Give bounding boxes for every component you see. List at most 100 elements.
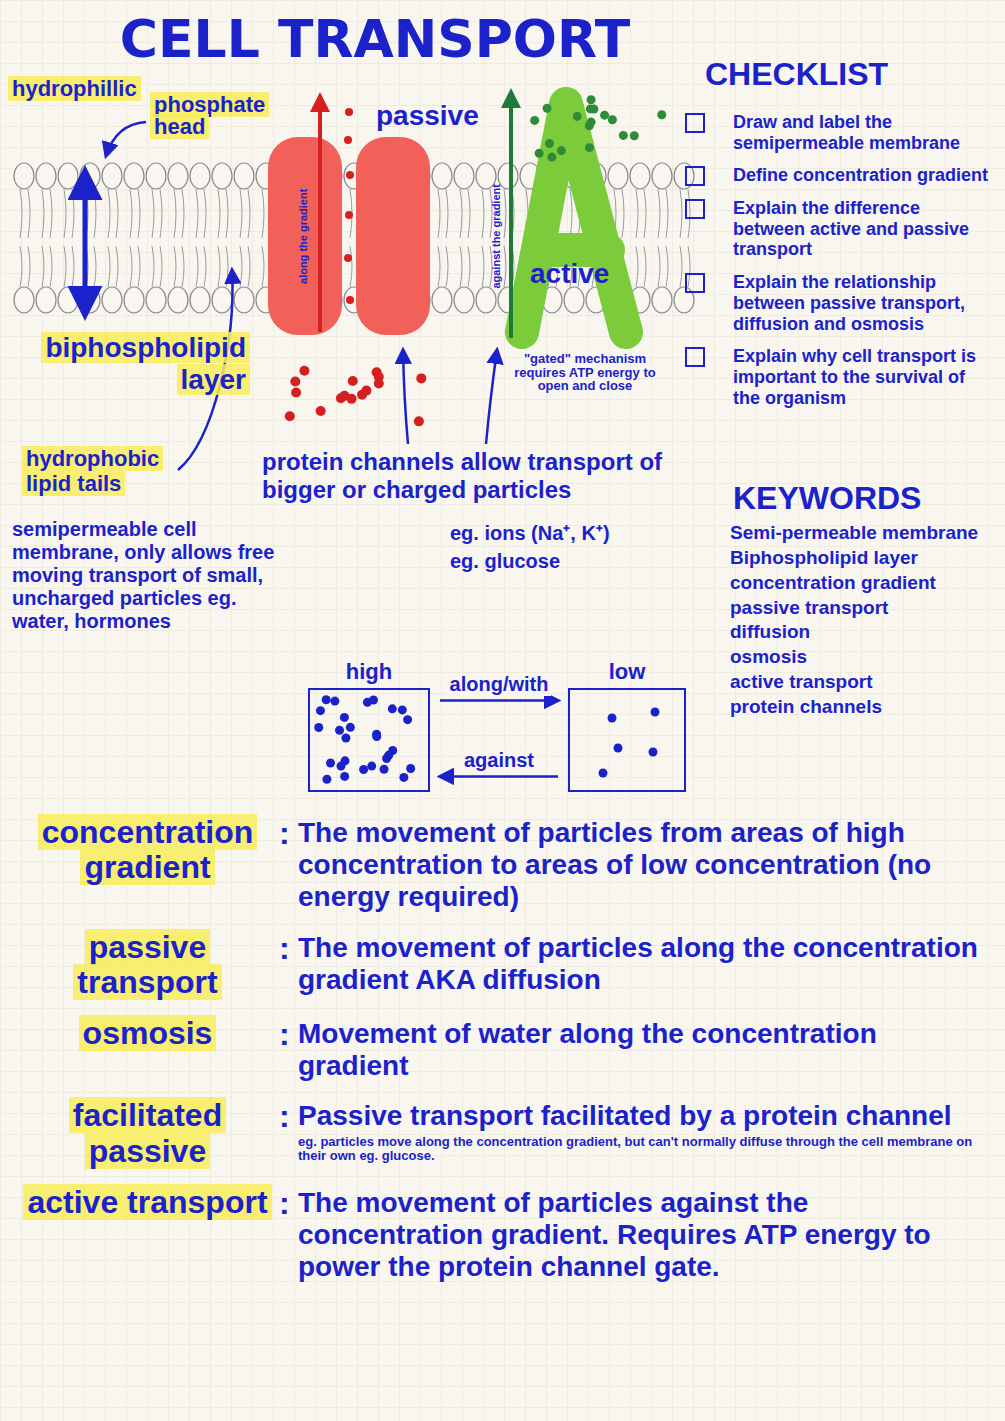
page-title: CELL TRANSPORT bbox=[60, 10, 690, 70]
lipid-tail bbox=[204, 246, 206, 287]
phosphate-head bbox=[432, 287, 452, 313]
checkbox bbox=[685, 113, 705, 133]
particle bbox=[384, 751, 393, 760]
phosphate-head bbox=[432, 163, 452, 189]
along-gradient-label: along the gradient bbox=[297, 161, 310, 311]
lipid-tail bbox=[680, 246, 682, 287]
keyword: active transport bbox=[730, 671, 1000, 693]
phosphate-head bbox=[146, 287, 166, 313]
particle bbox=[346, 723, 355, 732]
green-particle bbox=[557, 146, 566, 155]
lipid-tail bbox=[130, 189, 132, 238]
label-text: Biphospholipid layer bbox=[730, 547, 918, 568]
phosphate-head bbox=[190, 287, 210, 313]
box-heading: low bbox=[570, 659, 684, 685]
label-text: osmosis bbox=[79, 1015, 217, 1051]
red-particle bbox=[345, 108, 353, 116]
label-text: KEYWORDS bbox=[733, 480, 921, 516]
green-particle bbox=[608, 115, 617, 124]
lipid-tail bbox=[226, 189, 228, 238]
leader-line bbox=[106, 122, 146, 156]
lipid-tail bbox=[218, 189, 220, 238]
phosphate-head bbox=[102, 287, 122, 313]
lipid-tail bbox=[72, 246, 74, 287]
lipid-tail bbox=[138, 189, 140, 238]
colon: : bbox=[279, 1185, 293, 1222]
green-particle bbox=[573, 112, 582, 121]
term: active transport bbox=[20, 1185, 275, 1220]
gradient-arrow bbox=[318, 96, 322, 332]
particle bbox=[359, 765, 368, 774]
keyword: protein channels bbox=[730, 696, 1000, 718]
phosphate-head bbox=[630, 163, 650, 189]
concentration-box: high bbox=[308, 688, 430, 792]
hydrophilic-label: hydrophillic bbox=[8, 76, 158, 101]
title-text: CELL TRANSPORT bbox=[120, 9, 630, 69]
definition: The movement of particles along the conc… bbox=[298, 932, 993, 996]
red-particle bbox=[357, 390, 367, 400]
lipid-tail bbox=[94, 246, 96, 287]
phosphate-head bbox=[102, 163, 122, 189]
gated-note: "gated" mechanism requires ATP energy to… bbox=[505, 352, 665, 393]
lipid-tail bbox=[20, 189, 22, 238]
phosphate-head-label: phosphate head bbox=[150, 94, 275, 138]
label-text: Passive transport facilitated by a prote… bbox=[298, 1100, 952, 1131]
term: osmosis bbox=[20, 1016, 275, 1051]
label-text: "gated" mechanism requires ATP energy to… bbox=[514, 351, 655, 393]
active-channel bbox=[522, 104, 626, 332]
phosphate-head bbox=[212, 163, 232, 189]
label-text: eg. particles move along the concentrati… bbox=[298, 1134, 972, 1164]
particle bbox=[651, 708, 660, 717]
phosphate-head bbox=[58, 163, 78, 189]
lipid-tail bbox=[666, 246, 668, 287]
lipid-tail bbox=[570, 189, 572, 238]
lipid-tail bbox=[116, 189, 118, 238]
lipid-tail bbox=[468, 189, 470, 238]
example-note: eg. particles move along the concentrati… bbox=[298, 1135, 993, 1165]
phosphate-head bbox=[454, 163, 474, 189]
red-particle bbox=[374, 378, 384, 388]
lipid-tail bbox=[20, 246, 22, 287]
label-text: Movement of water along the concentratio… bbox=[298, 1018, 877, 1081]
lipid-tail bbox=[116, 246, 118, 287]
label-text: The movement of particles against the co… bbox=[298, 1187, 931, 1282]
particle bbox=[406, 764, 415, 773]
red-particle bbox=[316, 406, 326, 416]
phosphate-head bbox=[454, 287, 474, 313]
red-particle bbox=[336, 393, 346, 403]
particle bbox=[340, 713, 349, 722]
label-text: Explain the difference between active an… bbox=[733, 198, 969, 259]
lipid-tail bbox=[152, 246, 154, 287]
protein-channels-note: protein channels allow transport of bigg… bbox=[262, 448, 692, 503]
label-text: passive transport bbox=[730, 597, 888, 618]
phosphate-head bbox=[652, 287, 672, 313]
ions-example: eg. ions (Na⁺, K⁺) bbox=[450, 522, 690, 545]
checklist-item: Explain the difference between active an… bbox=[733, 198, 995, 260]
lipid-tail bbox=[636, 189, 638, 238]
edge-label: along/with bbox=[447, 673, 552, 696]
checkbox bbox=[685, 199, 705, 219]
label-text: eg. ions (Na⁺, K⁺) bbox=[450, 522, 610, 544]
checkbox bbox=[685, 273, 705, 293]
lipid-tail bbox=[50, 189, 52, 238]
bilayer-arrow bbox=[83, 172, 88, 314]
label-text: eg. glucose bbox=[450, 550, 560, 572]
lipid-tail bbox=[438, 246, 440, 287]
red-particle bbox=[299, 366, 309, 376]
particle bbox=[388, 704, 397, 713]
lipid-tail bbox=[204, 189, 206, 238]
phosphate-head bbox=[124, 287, 144, 313]
lipid-tail bbox=[460, 189, 462, 238]
red-particle bbox=[344, 254, 352, 262]
phosphate-head bbox=[146, 163, 166, 189]
phosphate-head bbox=[168, 163, 188, 189]
red-particle bbox=[348, 376, 358, 386]
keyword: Biphospholipid layer bbox=[730, 547, 1000, 569]
lipid-tail bbox=[504, 189, 506, 238]
particle bbox=[599, 769, 608, 778]
red-particle bbox=[416, 373, 426, 383]
label-text: : bbox=[279, 1016, 290, 1052]
definition: Passive transport facilitated by a prote… bbox=[298, 1100, 993, 1132]
gradient-arrow bbox=[440, 775, 558, 778]
checklist-heading: CHECKLIST bbox=[705, 56, 985, 93]
